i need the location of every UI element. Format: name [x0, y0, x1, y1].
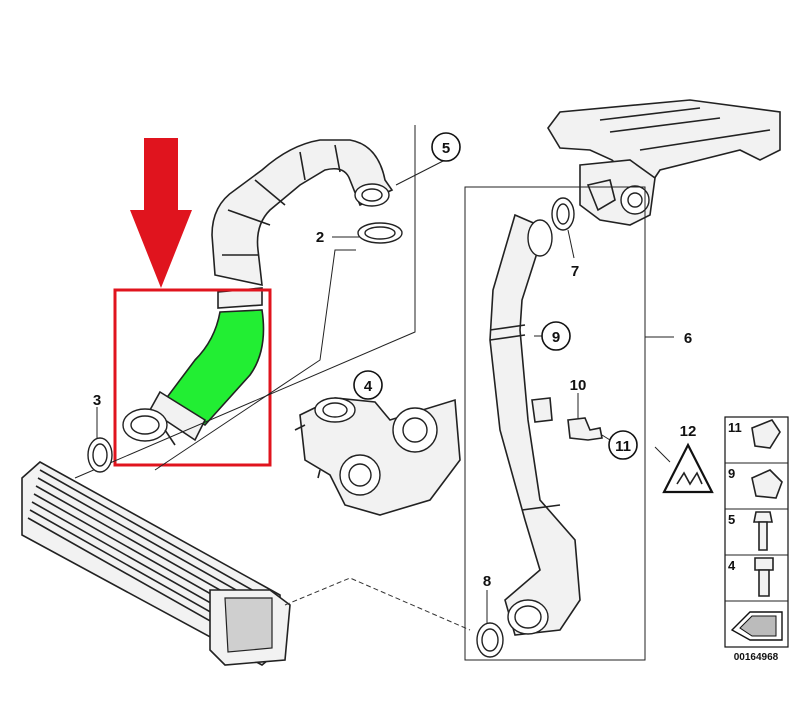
callout-8-label: 8	[483, 573, 491, 590]
callout-11-label: 11	[615, 438, 631, 455]
upper-charge-hose	[211, 139, 394, 287]
legend-column: 11 9 5 4	[724, 416, 789, 648]
clip-nut-9-icon	[751, 469, 783, 499]
legend-row-2-label: 9	[728, 466, 735, 481]
callout-5: 5	[431, 132, 461, 162]
gasket-7-inner	[556, 203, 570, 225]
callout-4-label: 4	[364, 378, 373, 395]
bolt-4-icon	[754, 557, 774, 597]
lower-charge-pipe	[489, 213, 581, 636]
highlight-box	[113, 288, 272, 467]
intercooler-part	[21, 461, 291, 666]
clip-11-icon	[751, 419, 781, 449]
callout-9-label: 9	[552, 329, 560, 346]
gasket-2-inner	[364, 226, 396, 240]
callout-3-label: 3	[93, 392, 101, 409]
turbocharger-part	[294, 397, 461, 516]
gasket-3-inner	[92, 443, 108, 467]
engine-head-part	[547, 99, 781, 226]
sensor-10-part	[567, 393, 611, 441]
bracket-frame-6	[464, 186, 674, 661]
gasket-8-inner	[481, 628, 499, 652]
bolt-5-icon	[753, 511, 773, 551]
diagram-reference-number: 00164968	[734, 652, 779, 663]
legend-row-1-label: 11	[728, 420, 742, 435]
legend-row-3-label: 5	[728, 512, 735, 527]
callout-2-label: 2	[316, 229, 324, 246]
leader-lines	[74, 125, 471, 631]
callout-9: 9	[541, 321, 571, 351]
arrow-tag-icon	[730, 611, 783, 641]
callout-12-label: 12	[680, 423, 697, 440]
callout-10-label: 10	[570, 377, 587, 394]
warning-label-12	[662, 442, 714, 494]
legend-row-4-label: 4	[728, 558, 736, 573]
highlighted-lower-hose	[122, 287, 265, 446]
red-arrow-icon	[130, 138, 192, 288]
callout-7-label: 7	[571, 263, 579, 280]
callout-4: 4	[353, 370, 383, 400]
callout-5-label: 5	[442, 140, 450, 157]
callout-6-label: 6	[684, 330, 692, 347]
callout-11: 11	[608, 430, 638, 460]
